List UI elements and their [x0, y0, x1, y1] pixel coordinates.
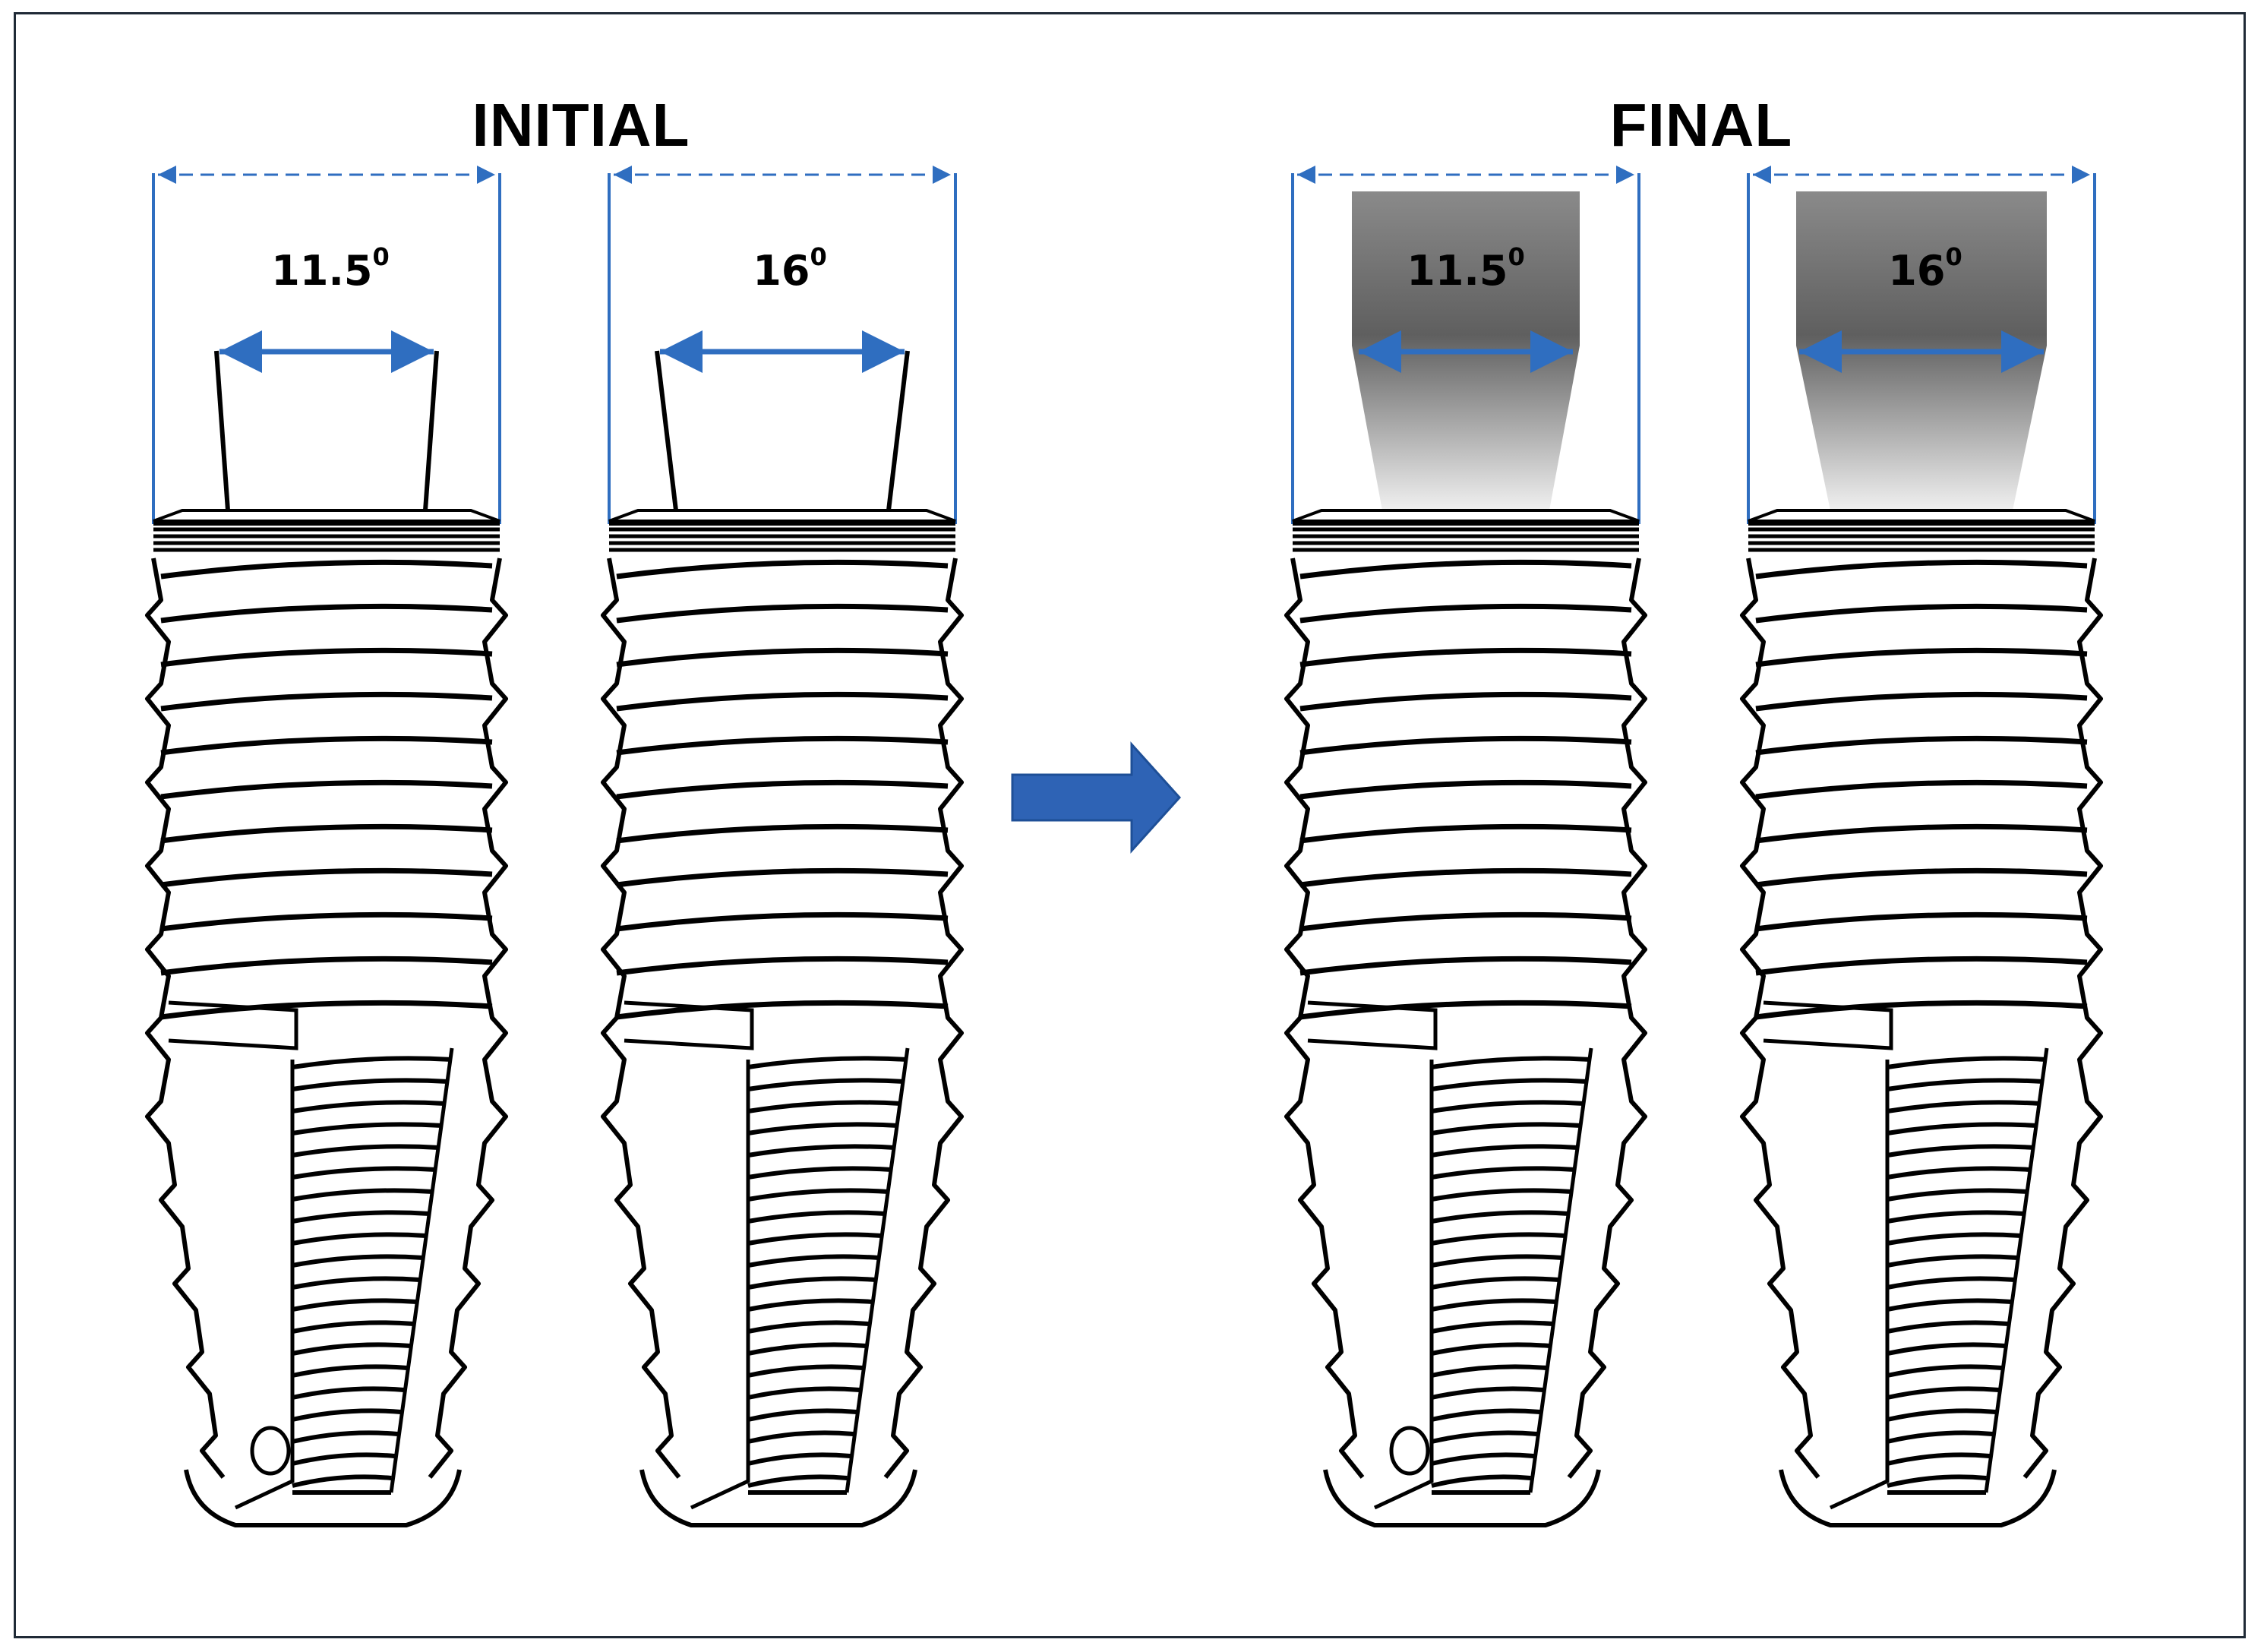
- angle-label-initial-1: 11.50: [271, 242, 390, 295]
- angle-label-final-1: 11.50: [1407, 242, 1525, 295]
- implant-final-2: [1740, 166, 2103, 1527]
- angle-label-final-2: 160: [1888, 242, 1962, 295]
- implant-final-1: [1284, 166, 1647, 1527]
- right-arrow-icon: [1011, 741, 1182, 854]
- implant-initial-2: [601, 166, 964, 1527]
- final-heading: FINAL: [1609, 91, 1793, 159]
- initial-heading: INITIAL: [472, 91, 690, 159]
- angle-label-initial-2: 160: [753, 242, 827, 295]
- implant-initial-1: [145, 166, 508, 1527]
